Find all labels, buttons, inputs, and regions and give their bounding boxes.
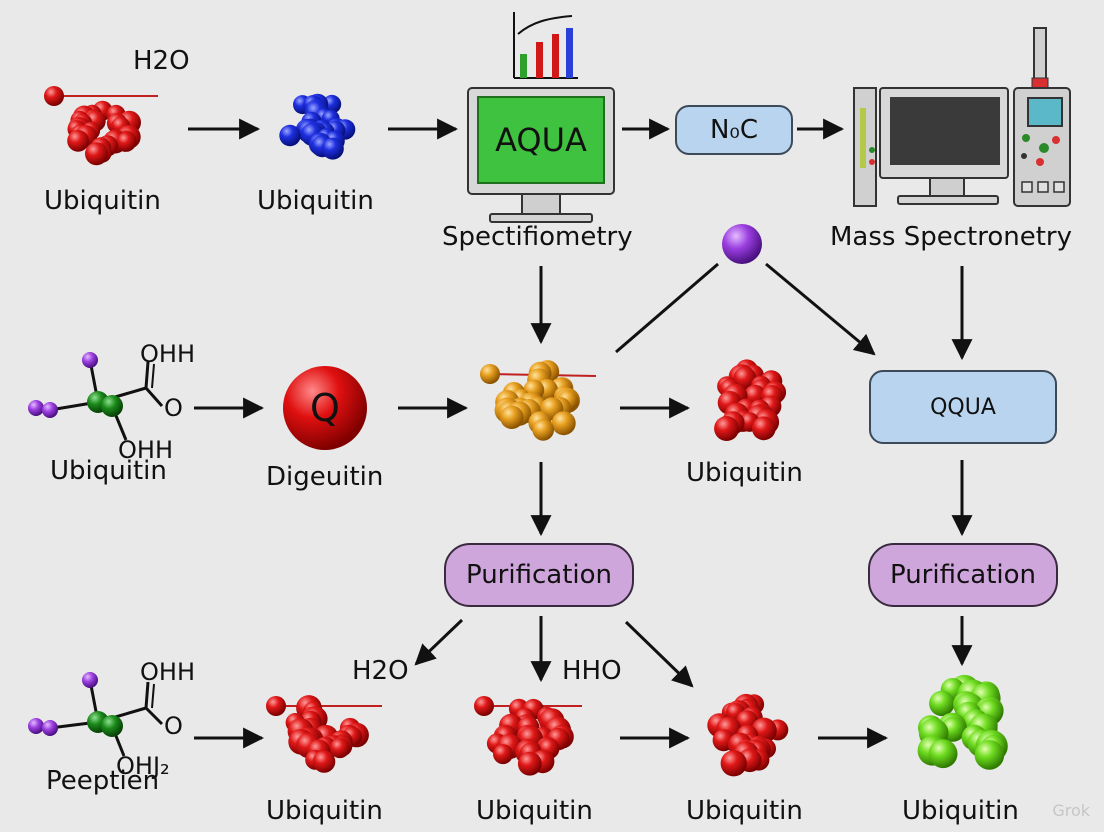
q-sphere: [283, 366, 367, 450]
purple-atom: [722, 224, 762, 264]
hho-bottom-label: HHO: [562, 656, 622, 686]
ubiquitin-label: Ubiquitin: [266, 796, 383, 826]
protein-cluster: [917, 674, 1008, 770]
ohh-label: OHH: [140, 340, 195, 368]
ubiquitin-label: Ubiquitin: [686, 796, 803, 826]
ohh-label: OHH: [118, 436, 173, 464]
arrows: [188, 118, 973, 749]
ubiquitin-label: Ubiquitin: [50, 456, 167, 486]
ubiquitin-label: Ubiquitin: [257, 186, 374, 216]
protein-clusters: [44, 86, 1008, 777]
protein-cluster: [266, 695, 382, 773]
purification-right-box: Purification: [868, 543, 1058, 607]
q-label: Q: [310, 386, 340, 430]
bar-chart-icon: [513, 12, 578, 79]
ubiquitin-label: Ubiquitin: [44, 186, 161, 216]
ohh-label: OHH: [140, 658, 195, 686]
small-molecule-middle: [28, 352, 164, 441]
protein-cluster: [279, 93, 356, 160]
h2o-bottom-label: H2O: [352, 656, 409, 686]
small-molecule-bottom: [28, 672, 164, 757]
protein-cluster: [714, 359, 787, 441]
h2o-top-label: H2O: [133, 46, 190, 76]
aqua-computer: [467, 87, 615, 223]
arrow: [624, 620, 694, 688]
protein-cluster: [707, 693, 789, 777]
qqua-box: QQUA: [869, 370, 1057, 444]
ubiquitin-label: Ubiquitin: [686, 458, 803, 488]
o-label: O: [164, 394, 183, 422]
protein-cluster: [474, 696, 582, 776]
arrow: [414, 618, 464, 666]
noc-box: N₀C: [675, 105, 793, 155]
peeptien-label: Peeptien: [46, 766, 160, 796]
spectrometry-label: Spectifiometry: [442, 222, 633, 252]
mass-spec-label: Mass Spectronetry: [830, 222, 1072, 252]
aqua-screen-text: AQUA: [495, 121, 587, 159]
o-label: O: [164, 712, 183, 740]
digeuitin-label: Digeuitin: [266, 462, 384, 492]
arrow: [615, 262, 719, 354]
protein-cluster: [480, 360, 597, 441]
ubiquitin-label: Ubiquitin: [476, 796, 593, 826]
arrow: [765, 262, 876, 356]
mass-spectrometer: [853, 27, 1071, 207]
watermark: Grok: [1052, 801, 1090, 820]
ohj2-label: OHJ₂: [116, 752, 170, 780]
protein-cluster: [44, 86, 158, 166]
purification-left-box: Purification: [444, 543, 634, 607]
ubiquitin-label: Ubiquitin: [902, 796, 1019, 826]
